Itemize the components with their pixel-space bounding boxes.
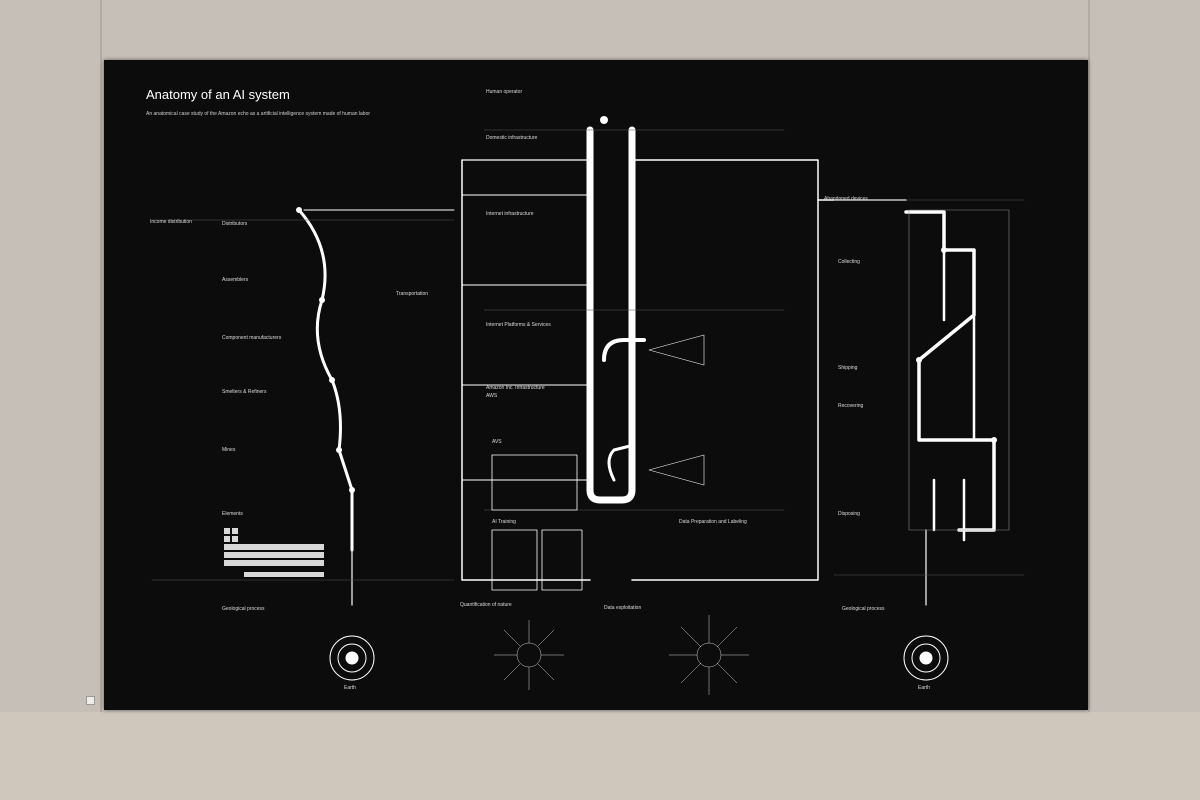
section-mines: Mines [222, 447, 236, 453]
section-data-prep: Data Preparation and Labeling [679, 519, 747, 525]
section-data-exploitation: Data exploitation [604, 605, 642, 611]
section-aws: AWS [486, 393, 498, 399]
exhibit-label [86, 696, 95, 705]
earth-right [903, 635, 949, 681]
poster-title: Anatomy of an AI system [146, 87, 290, 102]
section-domestic: Domestic infrastructure [486, 135, 538, 141]
radial-burst-right [669, 615, 749, 695]
poster-diagram [151, 116, 1025, 695]
recycling-path [904, 210, 996, 532]
section-transportation: Transportation [396, 291, 429, 297]
supply-chain-path [297, 208, 354, 552]
section-income: Income distribution [150, 219, 192, 225]
section-human-operator: Human operator [486, 89, 523, 95]
section-elements: Elements [222, 511, 243, 517]
section-smelters: Smelters & Refiners [222, 389, 267, 395]
section-amazon-infra: Amazon Inc. Infrastructure [486, 385, 545, 391]
earth-label-right: Earth [918, 685, 930, 691]
section-distributors: Distributors [222, 221, 248, 227]
section-quantification: Quantification of nature [460, 602, 512, 608]
section-assemblers: Assemblers [222, 277, 249, 283]
trunk-outer [586, 126, 636, 504]
radial-burst-left [494, 620, 564, 690]
earth-label-left: Earth [344, 685, 356, 691]
periodic-table [224, 528, 324, 577]
section-component: Component manufacturers [222, 335, 282, 341]
section-shipping: Shipping [838, 365, 858, 371]
section-recovering: Recovering [838, 403, 864, 409]
section-collecting: Collecting [838, 259, 860, 265]
wall-lower-band [0, 712, 1200, 800]
section-avs: AVS [492, 439, 502, 445]
earth-left [329, 635, 375, 681]
section-disposing: Disposing [838, 511, 860, 517]
poster: Anatomy of an AI system An anatomical ca… [104, 60, 1088, 710]
wall-seam-right [1088, 0, 1090, 800]
wall-seam-left [100, 0, 102, 800]
section-geo-right: Geological process [842, 606, 885, 612]
section-platforms: Internet Platforms & Services [486, 322, 551, 328]
section-abandoned: Abandoned devices [824, 196, 868, 202]
section-ai-training: AI Training [492, 519, 516, 525]
section-geo-left: Geological process [222, 606, 265, 612]
poster-subtitle: An anatomical case study of the Amazon e… [146, 111, 371, 117]
section-internet-infra: Internet infrastructure [486, 211, 534, 217]
